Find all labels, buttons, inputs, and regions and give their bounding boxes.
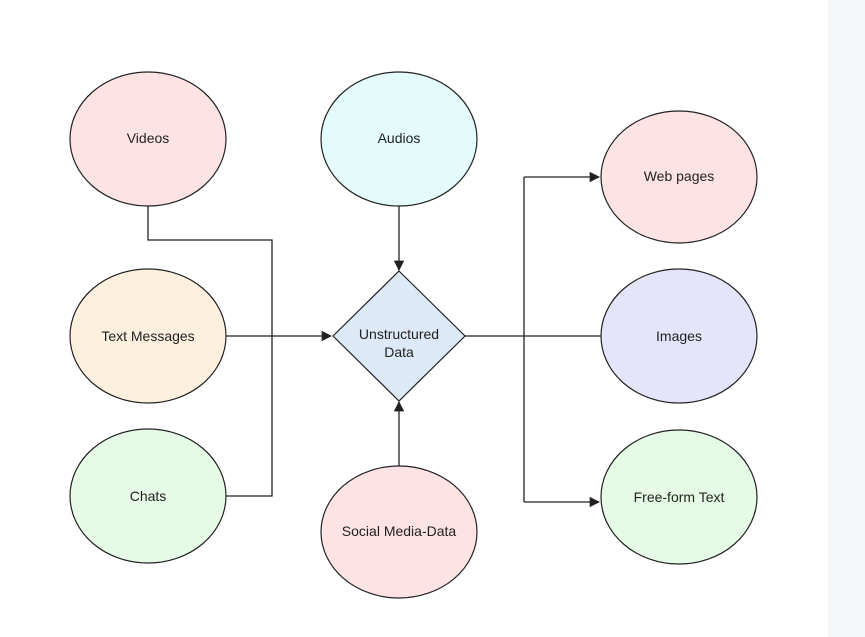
node-social-media-data-label: Social Media-Data	[342, 523, 457, 539]
connectors	[147, 171, 601, 508]
node-free-form-text-shape	[600, 429, 758, 565]
node-images[interactable]: Images	[600, 268, 758, 404]
node-audios-shape	[320, 71, 478, 207]
node-images-shape	[600, 268, 758, 404]
node-free-form-text-label: Free-form Text	[634, 489, 725, 505]
node-chats-label: Chats	[130, 488, 167, 504]
node-images-label: Images	[656, 328, 702, 344]
node-chats-shape	[69, 428, 227, 564]
node-text-messages[interactable]: Text Messages	[69, 268, 227, 404]
edge-chats-to-center	[226, 336, 273, 497]
node-audios[interactable]: Audios	[320, 71, 478, 207]
edge-videos-to-center	[147, 206, 273, 336]
node-audios-label: Audios	[378, 130, 421, 146]
node-videos-shape	[69, 71, 227, 207]
center-diamond-shape	[332, 270, 466, 402]
node-social-media-data-shape	[320, 465, 478, 599]
node-social-media-data[interactable]: Social Media-Data	[320, 465, 478, 599]
node-web-pages[interactable]: Web pages	[600, 110, 758, 244]
diagram-canvas: Unstructured Data Videos Text Messages C…	[69, 71, 758, 599]
node-chats[interactable]: Chats	[69, 428, 227, 564]
center-node[interactable]: Unstructured Data	[332, 270, 466, 402]
center-label-line2: Data	[384, 344, 414, 360]
center-label-line1: Unstructured	[359, 326, 439, 342]
node-web-pages-label: Web pages	[644, 168, 715, 184]
node-videos[interactable]: Videos	[69, 71, 227, 207]
node-text-messages-label: Text Messages	[101, 328, 194, 344]
node-free-form-text[interactable]: Free-form Text	[600, 429, 758, 565]
node-text-messages-shape	[69, 268, 227, 404]
unstructured-data-diagram: Unstructured Data Videos Text Messages C…	[69, 71, 758, 599]
node-web-pages-shape	[600, 110, 758, 244]
node-videos-label: Videos	[127, 130, 170, 146]
